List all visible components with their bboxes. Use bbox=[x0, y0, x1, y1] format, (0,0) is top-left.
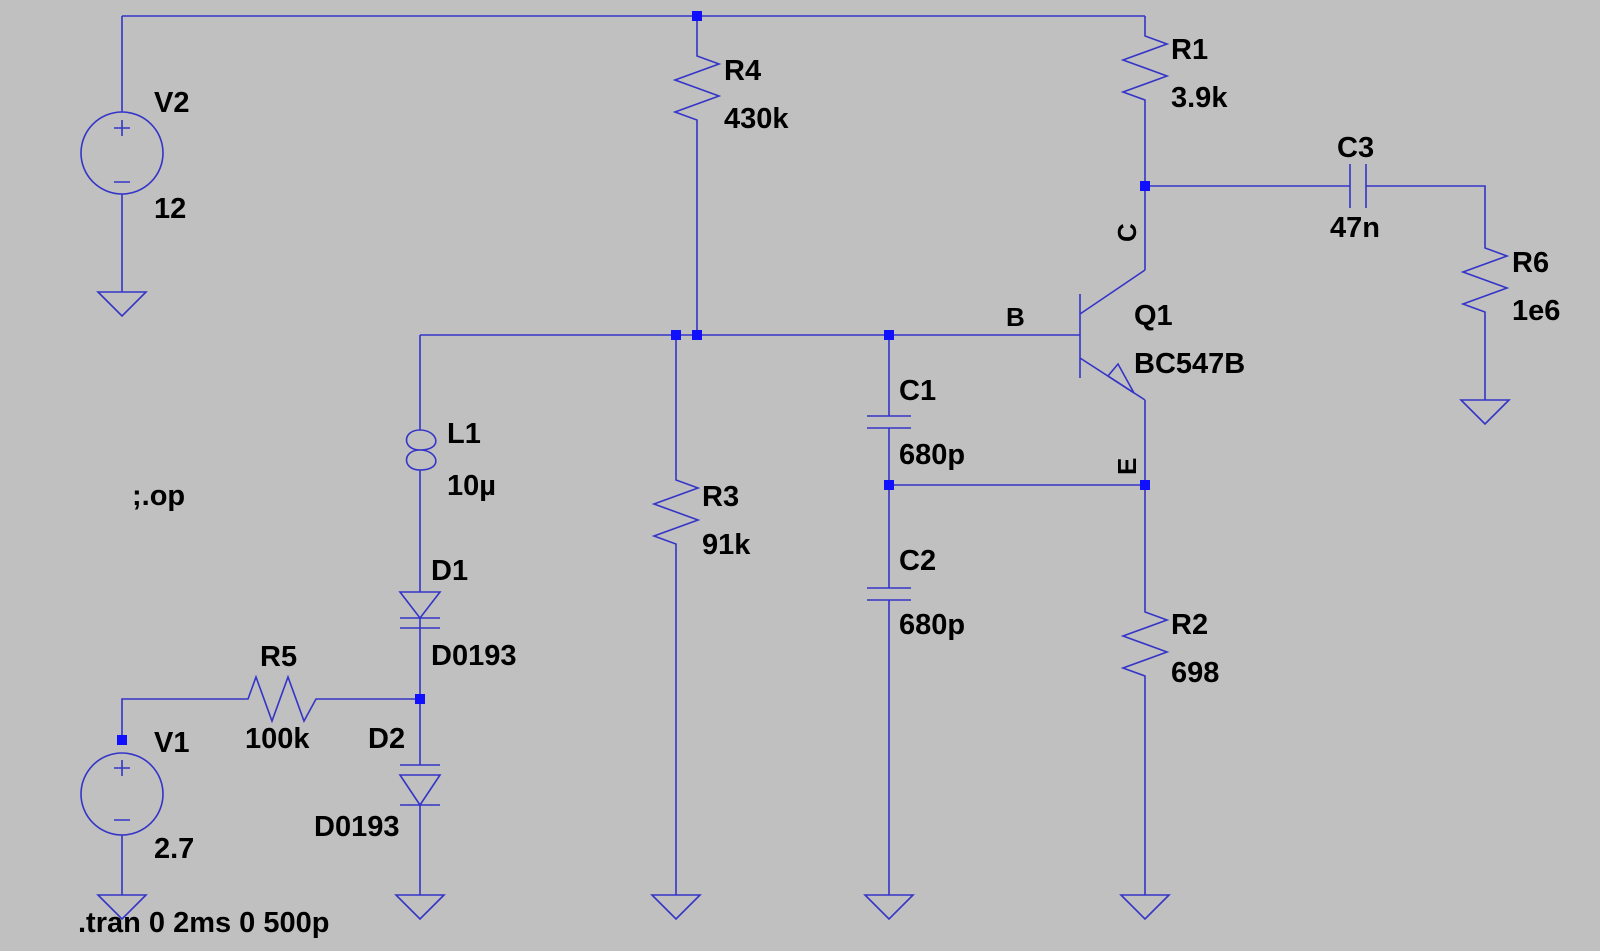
junction-base-c1 bbox=[884, 330, 894, 340]
ground-c2 bbox=[863, 894, 915, 921]
resistor-r6[interactable] bbox=[1460, 240, 1510, 320]
label-c3-name: C3 bbox=[1337, 132, 1374, 164]
label-pin-emitter: E bbox=[1112, 458, 1142, 475]
directive-tran[interactable]: .tran 0 2ms 0 500p bbox=[78, 907, 329, 939]
label-l1-name: L1 bbox=[447, 418, 481, 450]
label-r1-name: R1 bbox=[1171, 34, 1208, 66]
label-r5-name: R5 bbox=[260, 641, 297, 673]
junction-d1d2 bbox=[415, 694, 425, 704]
diode-d1[interactable] bbox=[398, 591, 442, 629]
junction-top-r4 bbox=[692, 11, 702, 21]
resistor-r3[interactable] bbox=[651, 472, 701, 552]
capacitor-c3[interactable] bbox=[1349, 164, 1367, 208]
junction-v1 bbox=[117, 735, 127, 745]
label-r6-value: 1e6 bbox=[1512, 295, 1560, 327]
ground-symbols bbox=[96, 291, 1511, 921]
label-d1-name: D1 bbox=[431, 555, 468, 587]
resistor-r1[interactable] bbox=[1120, 28, 1170, 108]
label-l1-value: 10µ bbox=[447, 470, 496, 502]
ground-d2 bbox=[394, 894, 446, 921]
diode-d2[interactable] bbox=[398, 764, 442, 807]
label-q1-value: BC547B bbox=[1134, 348, 1245, 380]
junction-collector bbox=[1140, 181, 1150, 191]
label-d1-value: D0193 bbox=[431, 640, 516, 672]
label-r2-name: R2 bbox=[1171, 609, 1208, 641]
junction-base-r4 bbox=[692, 330, 702, 340]
label-v1-name: V1 bbox=[154, 727, 189, 759]
label-pin-collector: C bbox=[1112, 223, 1142, 242]
transistor-q1[interactable] bbox=[1079, 269, 1146, 401]
capacitor-c1[interactable] bbox=[867, 415, 911, 429]
label-v2-name: V2 bbox=[154, 87, 189, 119]
junctions bbox=[117, 11, 1150, 745]
label-r1-value: 3.9k bbox=[1171, 82, 1228, 114]
label-r5-value: 100k bbox=[245, 723, 310, 755]
wire-c3-to-r6 bbox=[1366, 185, 1486, 240]
capacitor-c2[interactable] bbox=[867, 587, 911, 601]
wire-v1-to-r5 bbox=[121, 698, 240, 740]
label-r6-name: R6 bbox=[1512, 247, 1549, 279]
ground-r2 bbox=[1119, 894, 1171, 921]
junction-base-r3 bbox=[671, 330, 681, 340]
label-v1-value: 2.7 bbox=[154, 833, 194, 865]
label-c2-value: 680p bbox=[899, 609, 965, 641]
ground-r6 bbox=[1459, 399, 1511, 426]
resistor-r2[interactable] bbox=[1120, 604, 1170, 684]
label-d2-value: D0193 bbox=[314, 811, 399, 843]
junction-c1c2 bbox=[884, 480, 894, 490]
directive-op[interactable]: ;.op bbox=[132, 480, 185, 512]
label-r4-name: R4 bbox=[724, 55, 761, 87]
label-c1-name: C1 bbox=[899, 375, 936, 407]
ground-v1 bbox=[96, 894, 148, 921]
resistor-r4[interactable] bbox=[672, 48, 722, 128]
label-c3-value: 47n bbox=[1330, 212, 1380, 244]
voltage-source-v2[interactable] bbox=[80, 111, 164, 195]
junction-emitter bbox=[1140, 480, 1150, 490]
label-c1-value: 680p bbox=[899, 439, 965, 471]
voltage-source-v1[interactable] bbox=[80, 752, 164, 836]
label-c2-name: C2 bbox=[899, 545, 936, 577]
label-pin-base: B bbox=[1006, 302, 1025, 332]
ground-v2 bbox=[96, 291, 148, 318]
label-r4-value: 430k bbox=[724, 103, 789, 135]
label-r2-value: 698 bbox=[1171, 657, 1219, 689]
wires bbox=[121, 15, 1486, 895]
label-r3-value: 91k bbox=[702, 529, 751, 561]
labels: V2 12 R4 430k R1 3.9k C3 47n R6 1e6 Q1 B… bbox=[78, 34, 1560, 939]
inductor-l1[interactable] bbox=[405, 400, 437, 480]
resistor-r5[interactable] bbox=[240, 674, 324, 724]
label-q1-name: Q1 bbox=[1134, 300, 1173, 332]
label-d2-name: D2 bbox=[368, 723, 405, 755]
ground-r3 bbox=[650, 894, 702, 921]
label-r3-name: R3 bbox=[702, 481, 739, 513]
label-v2-value: 12 bbox=[154, 193, 186, 225]
